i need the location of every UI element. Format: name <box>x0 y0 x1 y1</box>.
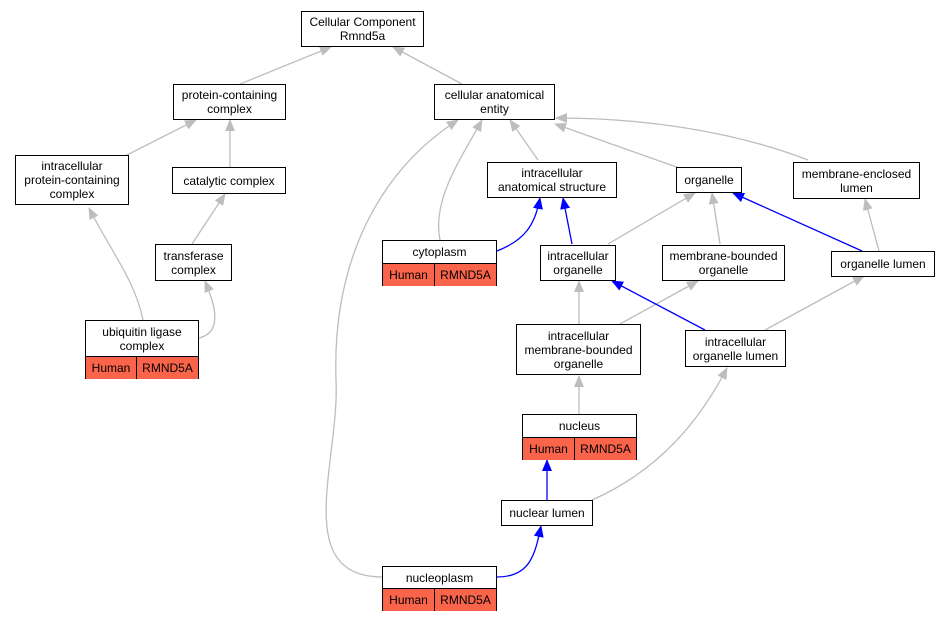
edge-ubiquitin-to-transferase <box>198 280 216 339</box>
node-ubiquitin-ligase-complex[interactable]: ubiquitin ligase complex Human RMND5A <box>85 320 199 379</box>
edge-intracellular-organelle-part-of-intracellular-structure <box>560 197 573 245</box>
edge-organelle-to-entity <box>554 122 686 171</box>
node-intracellular-anatomical-structure[interactable]: intracellular anatomical structure <box>487 162 617 198</box>
node-nucleoplasm[interactable]: nucleoplasm Human RMND5A <box>382 566 497 611</box>
node-intracellular-protein-containing-complex[interactable]: intracellular protein-containing complex <box>15 155 129 205</box>
edge-transferase-to-catalytic <box>191 193 226 245</box>
node-intracellular-membrane-bounded-organelle[interactable]: intracellular membrane-bounded organelle <box>516 324 641 375</box>
node-cellular-component-root[interactable]: Cellular Component Rmnd5a <box>301 11 424 47</box>
node-catalytic-complex[interactable]: catalytic complex <box>172 167 286 194</box>
gene-cell: RMND5A <box>136 357 198 379</box>
node-organelle[interactable]: organelle <box>676 167 742 193</box>
node-intracellular-organelle[interactable]: intracellular organelle <box>540 245 616 281</box>
edge-intracellular-organelle-lumen-to-organelle-lumen <box>764 275 865 331</box>
edge-organelle-lumen-part-of-organelle <box>732 192 863 252</box>
node-nucleus[interactable]: nucleus Human RMND5A <box>522 414 637 460</box>
node-membrane-enclosed-lumen[interactable]: membrane-enclosed lumen <box>793 162 920 199</box>
species-cell: Human <box>383 589 434 611</box>
edge-nucleoplasm-part-of-nuclear-lumen <box>496 525 544 578</box>
node-membrane-bounded-organelle[interactable]: membrane-bounded organelle <box>662 245 785 281</box>
edge-nuclear-lumen-to-intracellular-organelle-lumen <box>591 367 728 501</box>
gene-cell: RMND5A <box>434 589 496 611</box>
node-cellular-anatomical-entity[interactable]: cellular anatomical entity <box>434 84 555 120</box>
node-ubiquitin-ligase-complex-label: ubiquitin ligase complex <box>86 321 198 357</box>
node-nucleoplasm-label: nucleoplasm <box>383 567 496 589</box>
edge-intracellular-organelle-lumen-part-of-intracellular-organelle <box>611 280 706 331</box>
node-nucleus-label: nucleus <box>523 415 636 438</box>
edge-membrane-enclosed-lumen-to-entity <box>555 113 809 161</box>
node-organelle-lumen[interactable]: organelle lumen <box>831 251 935 277</box>
species-cell: Human <box>86 357 136 379</box>
edge-protein-complex-to-root <box>239 46 332 85</box>
node-cytoplasm-label: cytoplasm <box>383 241 496 264</box>
node-cytoplasm[interactable]: cytoplasm Human RMND5A <box>382 240 497 286</box>
node-transferase-complex[interactable]: transferase complex <box>155 244 232 281</box>
edge-organelle-lumen-to-membrane-enclosed <box>863 198 880 252</box>
edge-intracellular-membrane-bounded-to-membrane-bounded <box>619 280 699 325</box>
species-cell: Human <box>523 438 574 460</box>
node-nuclear-lumen[interactable]: nuclear lumen <box>501 500 593 526</box>
node-protein-containing-complex[interactable]: protein-containing complex <box>173 84 286 120</box>
edge-nucleoplasm-to-entity <box>325 119 459 578</box>
gene-cell: RMND5A <box>574 438 636 460</box>
edge-intracellular-protein-complex-to-protein-complex <box>124 119 197 157</box>
species-cell: Human <box>383 264 434 286</box>
edge-cellular-entity-to-root <box>392 46 463 85</box>
edge-intracellular-organelle-to-organelle <box>607 192 696 245</box>
gene-cell: RMND5A <box>434 264 496 286</box>
edge-cytoplasm-to-entity <box>438 119 483 241</box>
node-intracellular-organelle-lumen[interactable]: intracellular organelle lumen <box>685 330 786 367</box>
edge-ubiquitin-to-intracellular-protein-complex <box>88 207 144 321</box>
edge-membrane-bounded-to-organelle <box>708 192 721 245</box>
edge-intracellular-structure-to-entity <box>509 119 539 161</box>
edge-cytoplasm-part-of-intracellular-structure <box>496 197 543 252</box>
